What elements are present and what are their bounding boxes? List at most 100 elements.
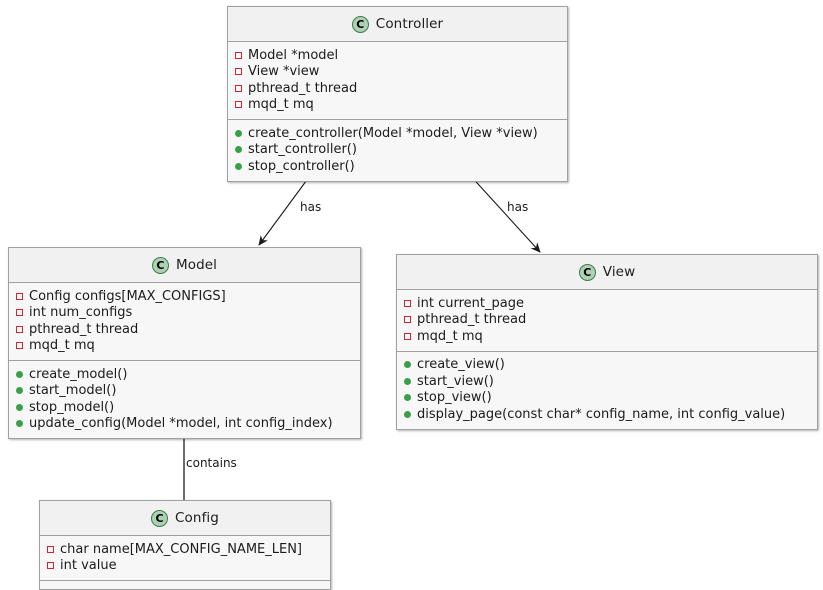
attribute-label: mqd_t mq: [29, 338, 95, 354]
attribute-label: Config configs[MAX_CONFIGS]: [29, 288, 226, 304]
method-row: stop_controller(): [228, 158, 567, 175]
attribute-row: mqd_t mq: [228, 97, 567, 114]
class-box-model[interactable]: C Model Config configs[MAX_CONFIGS] int …: [8, 247, 361, 439]
class-title-config: Config: [175, 510, 219, 526]
public-marker-icon: [16, 387, 23, 395]
class-title-model: Model: [175, 257, 218, 273]
class-icon-c: C: [151, 256, 169, 274]
attribute-label: int value: [60, 558, 117, 574]
class-title-view: View: [602, 264, 636, 280]
methods-compartment-view: create_view() start_view() stop_view() d…: [397, 350, 817, 429]
private-marker-icon: [16, 342, 23, 350]
method-label: start_controller(): [248, 142, 357, 158]
private-marker-icon: [235, 101, 242, 109]
attribute-row: pthread_t thread: [228, 80, 567, 97]
method-label: stop_controller(): [248, 158, 355, 174]
public-marker-icon: [404, 361, 411, 369]
method-row: start_view(): [397, 373, 817, 390]
private-marker-icon: [235, 84, 242, 92]
method-label: create_view(): [417, 357, 505, 373]
method-row: display_page(const char* config_name, in…: [397, 406, 817, 423]
attributes-compartment-controller: Model *model View *view pthread_t thread…: [228, 42, 567, 119]
private-marker-icon: [16, 292, 23, 300]
method-row: create_model(): [9, 366, 360, 383]
attribute-row: Model *model: [228, 47, 567, 64]
class-header-controller: C Controller: [228, 7, 567, 42]
class-header-config: C Config: [40, 501, 330, 536]
attributes-compartment-config: char name[MAX_CONFIG_NAME_LEN] int value: [40, 536, 330, 580]
attribute-row: int value: [40, 558, 330, 575]
attribute-row: pthread_t thread: [9, 321, 360, 338]
attribute-label: Model *model: [248, 47, 339, 63]
class-box-controller[interactable]: C Controller Model *model View *view pth…: [227, 6, 568, 182]
edge-controller-has-view: [467, 172, 541, 253]
method-label: start_model(): [29, 383, 117, 399]
attribute-row: Config configs[MAX_CONFIGS]: [9, 288, 360, 305]
attribute-label: pthread_t thread: [29, 321, 139, 337]
public-marker-icon: [235, 146, 242, 154]
public-marker-icon: [404, 377, 411, 385]
edge-label-model-config: contains: [186, 456, 237, 470]
private-marker-icon: [16, 325, 23, 333]
method-row: create_view(): [397, 357, 817, 374]
attribute-row: pthread_t thread: [397, 312, 817, 329]
public-marker-icon: [16, 403, 23, 411]
method-row: start_controller(): [228, 142, 567, 159]
method-row: create_controller(Model *model, View *vi…: [228, 125, 567, 142]
class-header-model: C Model: [9, 248, 360, 283]
method-row: start_model(): [9, 383, 360, 400]
attributes-compartment-model: Config configs[MAX_CONFIGS] int num_conf…: [9, 283, 360, 360]
private-marker-icon: [404, 332, 411, 340]
attribute-row: int current_page: [397, 295, 817, 312]
class-icon-c: C: [151, 509, 169, 527]
attribute-label: char name[MAX_CONFIG_NAME_LEN]: [60, 541, 303, 557]
class-box-view[interactable]: C View int current_page pthread_t thread…: [396, 254, 818, 430]
private-marker-icon: [16, 309, 23, 317]
attribute-label: pthread_t thread: [417, 312, 527, 328]
method-label: start_view(): [417, 373, 494, 389]
method-label: display_page(const char* config_name, in…: [417, 406, 786, 422]
class-header-view: C View: [397, 255, 817, 290]
attribute-row: mqd_t mq: [397, 328, 817, 345]
attribute-label: int current_page: [417, 295, 524, 311]
public-marker-icon: [235, 162, 242, 170]
method-label: stop_model(): [29, 399, 115, 415]
method-label: create_controller(Model *model, View *vi…: [248, 125, 538, 141]
method-row: stop_model(): [9, 399, 360, 416]
attribute-label: pthread_t thread: [248, 80, 358, 96]
attribute-row: mqd_t mq: [9, 338, 360, 355]
private-marker-icon: [404, 316, 411, 324]
attribute-row: int num_configs: [9, 305, 360, 322]
attribute-label: mqd_t mq: [417, 328, 483, 344]
edge-label-controller-view: has: [507, 200, 529, 214]
methods-compartment-controller: create_controller(Model *model, View *vi…: [228, 119, 567, 181]
attribute-label: View *view: [248, 64, 320, 80]
private-marker-icon: [235, 68, 242, 76]
class-icon-c: C: [351, 15, 369, 33]
method-row: update_config(Model *model, int config_i…: [9, 416, 360, 433]
public-marker-icon: [16, 420, 23, 428]
attribute-label: mqd_t mq: [248, 97, 314, 113]
attribute-label: int num_configs: [29, 305, 133, 321]
methods-compartment-config: [40, 580, 330, 589]
class-icon-c: C: [578, 263, 596, 281]
method-label: create_model(): [29, 366, 128, 382]
public-marker-icon: [404, 410, 411, 418]
attribute-row: View *view: [228, 64, 567, 81]
class-box-config[interactable]: C Config char name[MAX_CONFIG_NAME_LEN] …: [39, 500, 331, 590]
public-marker-icon: [235, 129, 242, 137]
class-title-controller: Controller: [375, 16, 444, 32]
attribute-row: char name[MAX_CONFIG_NAME_LEN]: [40, 541, 330, 558]
private-marker-icon: [235, 51, 242, 59]
methods-compartment-model: create_model() start_model() stop_model(…: [9, 360, 360, 438]
private-marker-icon: [404, 299, 411, 307]
private-marker-icon: [47, 545, 54, 553]
private-marker-icon: [47, 562, 54, 570]
attributes-compartment-view: int current_page pthread_t thread mqd_t …: [397, 290, 817, 351]
method-row: stop_view(): [397, 390, 817, 407]
method-label: stop_view(): [417, 390, 492, 406]
method-label: update_config(Model *model, int config_i…: [29, 416, 333, 432]
edge-label-controller-model: has: [300, 200, 322, 214]
public-marker-icon: [404, 394, 411, 402]
